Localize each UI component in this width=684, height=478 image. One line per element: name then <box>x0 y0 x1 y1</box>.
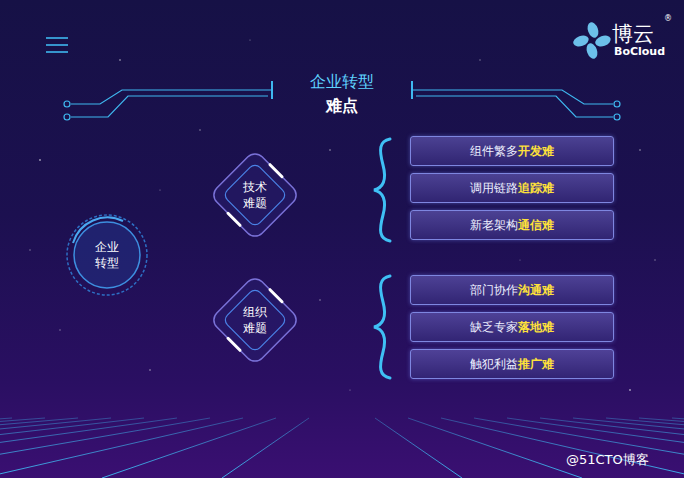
problem-box: 部门协作沟通难 <box>410 275 614 305</box>
highlight-bar <box>228 213 240 225</box>
problem-box: 触犯利益推广难 <box>410 349 614 379</box>
circle-label: 企业 转型 <box>91 239 122 271</box>
title: 企业转型 <box>272 72 412 93</box>
stars <box>29 39 655 391</box>
problem-text: 组件繁多 <box>470 143 518 160</box>
box-text-line: 触犯利益推广难 <box>470 356 554 373</box>
subtitle: 难点 <box>272 96 412 117</box>
inner-diamond <box>222 287 287 352</box>
inner-ring <box>74 222 140 288</box>
problem-box: 新老架构通信难 <box>410 210 614 240</box>
highlight-bar <box>270 165 282 177</box>
box-text-line: 缺乏专家落地难 <box>470 319 554 336</box>
problem-highlight: 通信难 <box>518 217 554 234</box>
circle-outline <box>65 213 149 297</box>
outer-ring <box>67 215 147 295</box>
diamond-label: 组织 难题 <box>239 304 270 336</box>
diamond-outline <box>207 272 303 368</box>
problem-highlight: 落地难 <box>518 319 554 336</box>
category-diamond: 技术 难题 <box>207 147 303 243</box>
highlight-bar <box>270 290 282 302</box>
grid-floor <box>0 418 684 478</box>
inner-diamond <box>222 162 287 227</box>
box-text-line: 调用链路追踪难 <box>470 180 554 197</box>
box-text-line: 部门协作沟通难 <box>470 282 554 299</box>
problem-text: 触犯利益 <box>470 356 518 373</box>
problem-box: 调用链路追踪难 <box>410 173 614 203</box>
problem-highlight: 沟通难 <box>518 282 554 299</box>
outer-diamond <box>210 275 301 366</box>
text-holder: 技术 难题 <box>207 147 303 243</box>
logo-icon <box>572 21 612 60</box>
problem-text: 调用链路 <box>470 180 518 197</box>
menu-icon <box>46 38 68 52</box>
text-holder: 企业 转型 <box>65 213 149 297</box>
diamond-label: 技术 难题 <box>239 179 270 211</box>
separator-line <box>185 256 615 258</box>
watermark: @51CTO博客 <box>566 451 649 469</box>
category-diamond: 组织 难题 <box>207 272 303 368</box>
core-circle: 企业 转型 <box>65 213 149 297</box>
outer-diamond <box>210 150 301 241</box>
problem-box: 缺乏专家落地难 <box>410 312 614 342</box>
problem-highlight: 追踪难 <box>518 180 554 197</box>
problem-text: 部门协作 <box>470 282 518 299</box>
problem-text: 缺乏专家 <box>470 319 518 336</box>
problem-box: 组件繁多开发难 <box>410 136 614 166</box>
text-holder: 组织 难题 <box>207 272 303 368</box>
logo-name: 博云 <box>612 20 654 48</box>
curly-brackets <box>374 139 390 378</box>
problem-text: 新老架构 <box>470 217 518 234</box>
diamond-outline <box>207 147 303 243</box>
problem-highlight: 推广难 <box>518 356 554 373</box>
box-text-line: 新老架构通信难 <box>470 217 554 234</box>
problem-highlight: 开发难 <box>518 143 554 160</box>
trademark: ® <box>664 14 672 23</box>
logo-latin: BoCloud <box>614 45 665 58</box>
highlight-bar <box>228 338 240 350</box>
box-text-line: 组件繁多开发难 <box>470 143 554 160</box>
